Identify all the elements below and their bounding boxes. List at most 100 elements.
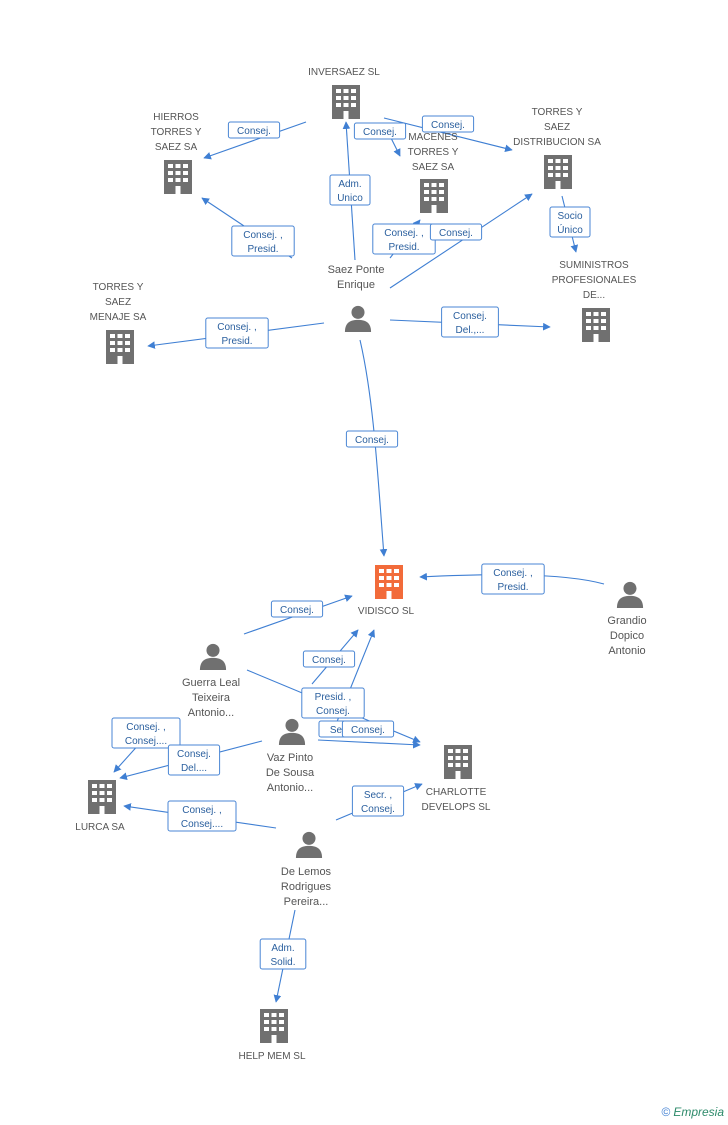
person-icon: [616, 581, 644, 608]
edge-label-text: Consej.: [439, 228, 473, 239]
edge-line: [203, 121, 307, 160]
edge-label-text: Unico: [337, 193, 363, 204]
node-label: Grandio: [607, 615, 646, 627]
node-label: HELP MEM SL: [238, 1051, 305, 1062]
edge-label[interactable]: Consej. ,Presid.: [231, 225, 295, 257]
node-label: PROFESIONALES: [552, 275, 637, 286]
edge-label-box: [353, 122, 407, 140]
edge-label-text: Secr. ,: [364, 790, 392, 801]
edge-label[interactable]: Presid. , Consej.: [301, 687, 365, 719]
building-icon: [444, 745, 472, 779]
node-label: SAEZ SA: [412, 162, 455, 173]
node-label: TORRES Y: [93, 282, 144, 293]
edge-line: [389, 193, 533, 289]
edge-label-box: [259, 938, 307, 970]
edge-line: [317, 739, 421, 749]
node-label: TORRES Y: [151, 127, 202, 138]
company-node-charlotte[interactable]: CHARLOTTE DEVELOPS SL: [422, 745, 491, 813]
company-node-menaje[interactable]: TORRES Y SAEZ MENAJE SA: [90, 282, 147, 364]
edge-label-text: Consej. ,: [243, 230, 282, 241]
edge-label-text: Consej. ,: [384, 228, 423, 239]
edge-label[interactable]: Consej.: [421, 115, 475, 133]
edge-label-box: [341, 720, 395, 738]
edge-label[interactable]: Consej. , Consej....: [167, 800, 237, 832]
node-label: TORRES Y: [532, 107, 583, 118]
building-icon: [375, 565, 403, 599]
node-label: De Lemos: [281, 866, 332, 878]
edge-label[interactable]: Consej.: [429, 223, 483, 241]
company-node-lurca[interactable]: LURCA SA: [75, 780, 125, 833]
building-icon: [332, 85, 360, 119]
edge-label[interactable]: Consej.Del.,...: [441, 306, 499, 338]
node-label: SAEZ: [105, 297, 131, 308]
edge-label-box: [167, 744, 221, 776]
node-label: Pereira...: [284, 896, 329, 908]
edge-label[interactable]: Adm.Unico: [329, 174, 371, 206]
edge-label-box: [329, 174, 371, 206]
edge-label[interactable]: Consej. ,Presid.: [481, 563, 545, 595]
edge-label-box: [421, 115, 475, 133]
edge-label[interactable]: Consej. , Presid.: [372, 223, 436, 255]
building-icon: [106, 330, 134, 364]
edge-label-text: Consej....: [125, 736, 167, 747]
edge-label-text: Único: [557, 223, 583, 236]
edge-label-text: Consej.: [363, 127, 397, 138]
edge-label[interactable]: Consej.: [227, 121, 281, 139]
company-node-helpmem[interactable]: HELP MEM SL: [238, 1009, 306, 1062]
person-node-delemos[interactable]: De LemosRodriguesPereira...: [281, 831, 332, 908]
node-label: MENAJE SA: [90, 312, 147, 323]
company-node-inversaez[interactable]: INVERSAEZ SL: [308, 67, 380, 119]
edge-label-text: Consej.: [316, 706, 350, 717]
node-label: Saez Ponte: [328, 264, 385, 276]
company-node-suministros[interactable]: SUMINISTROS PROFESIONALES DE...: [552, 260, 637, 342]
edge-label-text: Solid.: [270, 957, 295, 968]
edge-label[interactable]: Consej.: [353, 122, 407, 140]
node-label: INVERSAEZ SL: [308, 67, 380, 78]
edge-label[interactable]: Adm.Solid.: [259, 938, 307, 970]
node-label: DEVELOPS SL: [422, 802, 491, 813]
edge-label[interactable]: Consej.: [270, 600, 324, 618]
node-label: TORRES Y: [408, 147, 459, 158]
node-label: Enrique: [337, 279, 375, 291]
edge-label[interactable]: Consej.: [302, 650, 356, 668]
building-icon: [260, 1009, 288, 1043]
edge-label[interactable]: Consej.: [345, 430, 399, 448]
edge-label-text: Presid.: [388, 242, 419, 253]
edge-label[interactable]: Consej.Del....: [167, 744, 221, 776]
person-icon: [199, 643, 227, 670]
edge-label-text: Consej. ,: [493, 568, 532, 579]
edge-label-text: Consej....: [181, 819, 223, 830]
edge-label-text: Consej.: [237, 126, 271, 137]
edge-label-text: Consej.: [431, 120, 465, 131]
edge-label-box: [441, 306, 499, 338]
company-node-vidisco[interactable]: VIDISCO SL: [358, 565, 415, 617]
edge-label-text: Consej.: [361, 804, 395, 815]
edge-label-text: Presid. ,: [315, 692, 352, 703]
person-node-guerra[interactable]: Guerra LealTeixeiraAntonio...: [182, 643, 240, 719]
edge-label[interactable]: Consej.: [341, 720, 395, 738]
edge-label[interactable]: Consej. ,Presid.: [205, 317, 269, 349]
node-label: LURCA SA: [75, 822, 125, 833]
edge-label-text: Consej. ,: [126, 722, 165, 733]
edge-label[interactable]: Secr. , Consej.: [351, 785, 405, 817]
edge-label-text: Consej.: [312, 655, 346, 666]
edge-label-box: [549, 206, 591, 238]
node-label: CHARLOTTE: [426, 787, 487, 798]
node-label: DE...: [583, 290, 605, 301]
edge-label-text: Consej.: [355, 435, 389, 446]
edge-label-text: Consej.: [351, 725, 385, 736]
edge-label[interactable]: Consej. , Consej....: [111, 717, 181, 749]
edge-label-text: Consej. ,: [182, 805, 221, 816]
building-icon: [420, 179, 448, 213]
edge-line: [359, 339, 388, 557]
node-label: SUMINISTROS: [559, 260, 629, 271]
